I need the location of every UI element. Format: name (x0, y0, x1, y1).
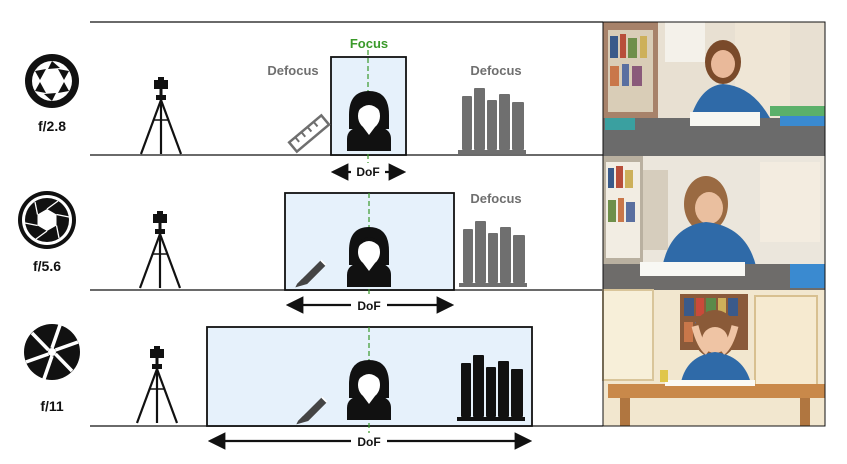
person-icon (347, 91, 391, 151)
defocus-label-near: Defocus (267, 63, 318, 78)
person-icon (347, 360, 391, 420)
books-icon (459, 221, 527, 287)
aperture-narrow-icon (24, 324, 80, 380)
tripod-icon (135, 344, 179, 425)
aperture-wide-icon (25, 54, 79, 108)
photo-column-frame (602, 21, 826, 427)
tripod-icon (139, 75, 183, 156)
fstop-label: f/11 (40, 398, 64, 414)
person-icon (347, 227, 391, 287)
books-icon (458, 88, 526, 154)
girl-holding-head-illustration (602, 289, 825, 426)
dof-label: DoF (357, 299, 380, 313)
aperture-medium-icon (18, 191, 76, 249)
defocus-label-far: Defocus (470, 63, 521, 78)
focus-label: Focus (350, 36, 388, 51)
fstop-label: f/5.6 (33, 258, 61, 274)
girl-resting-head-on-hand-photo (603, 156, 825, 290)
ruler-icon (287, 113, 331, 154)
tripod-icon (138, 209, 182, 290)
defocus-label-far: Defocus (470, 191, 521, 206)
girl-writing-at-desk-photo (603, 22, 825, 156)
dof-label: DoF (357, 435, 380, 449)
dof-label: DoF (356, 165, 379, 179)
fstop-label: f/2.8 (38, 118, 66, 134)
